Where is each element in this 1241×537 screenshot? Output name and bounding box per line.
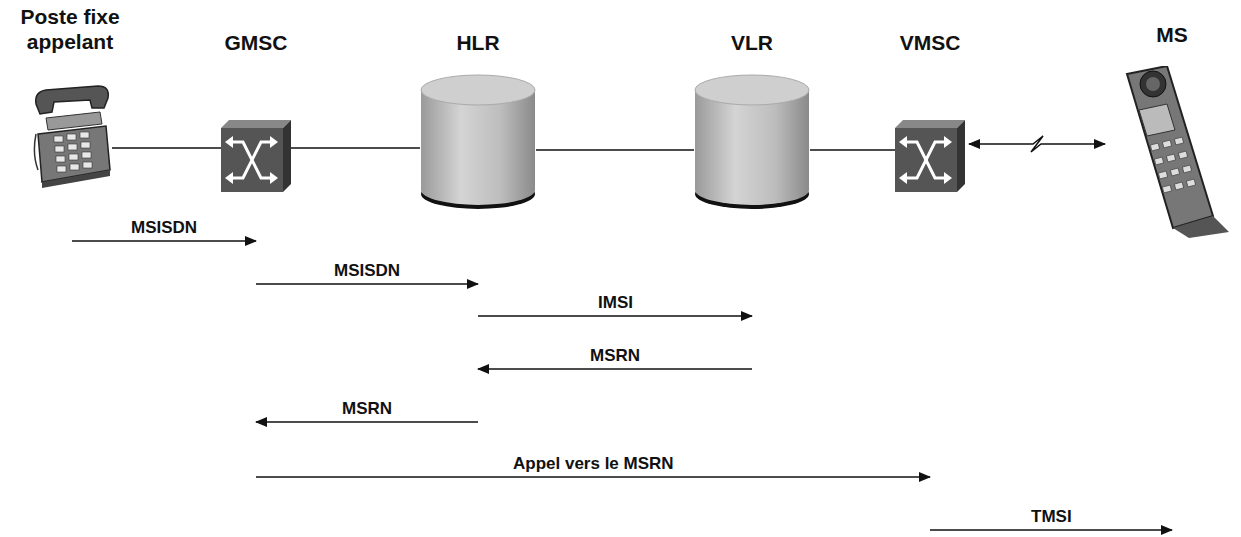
database-cylinder-drawing	[694, 74, 810, 210]
mobile-station-icon	[1113, 66, 1231, 238]
message-arrow	[930, 529, 1172, 531]
node-label: GMSC	[219, 30, 293, 55]
mobile-station-drawing	[1113, 66, 1231, 238]
radio-link	[969, 136, 1105, 152]
switch-box-icon	[221, 120, 291, 192]
message-label: MSRN	[339, 399, 395, 419]
network-link	[810, 149, 895, 151]
caller-phone-icon	[32, 74, 112, 192]
message-label: MSRN	[587, 346, 643, 366]
message-arrow	[478, 368, 752, 370]
node-label: VLR	[692, 30, 812, 55]
node-label: Poste fixe appelant	[5, 4, 135, 54]
message-label: MSISDN	[331, 261, 403, 281]
node-label: MS	[1111, 22, 1233, 47]
network-link	[291, 147, 420, 149]
switch-box: GMSC	[219, 30, 293, 192]
message-label: TMSI	[1028, 507, 1075, 527]
switch-box-drawing	[895, 120, 965, 192]
switch-box: VMSC	[893, 30, 967, 192]
message-arrow	[256, 283, 478, 285]
database-cylinder-drawing	[420, 74, 536, 210]
network-link	[112, 147, 221, 149]
database-cylinder: HLR	[418, 30, 538, 210]
database-cylinder-icon	[420, 74, 536, 210]
caller-phone-drawing	[32, 74, 112, 192]
database-cylinder: VLR	[692, 30, 812, 210]
switch-box-drawing	[221, 120, 291, 192]
message-label: MSISDN	[128, 218, 200, 238]
mobile-station: MS	[1111, 22, 1233, 238]
message-arrow	[256, 421, 478, 423]
message-label: IMSI	[595, 293, 636, 313]
network-link	[536, 149, 694, 151]
message-label: Appel vers le MSRN	[510, 454, 677, 474]
node-label: HLR	[418, 30, 538, 55]
switch-box-icon	[895, 120, 965, 192]
caller-phone: Poste fixe appelant	[5, 4, 139, 192]
database-cylinder-icon	[694, 74, 810, 210]
message-arrow	[256, 476, 930, 478]
message-arrow	[72, 240, 256, 242]
node-label: VMSC	[893, 30, 967, 55]
message-arrow	[478, 315, 752, 317]
